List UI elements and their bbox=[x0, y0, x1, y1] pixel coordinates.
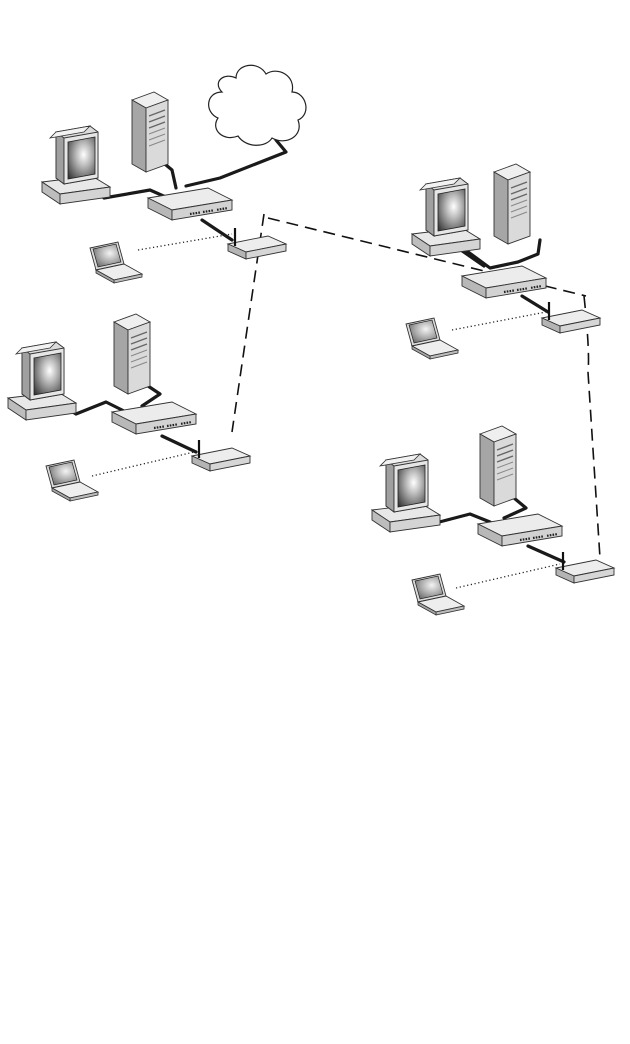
laptop-icon bbox=[46, 460, 98, 501]
tower-server-icon bbox=[132, 92, 168, 172]
wifi-link-site1 bbox=[138, 234, 232, 250]
tower-server-icon bbox=[480, 426, 516, 506]
desktop-pc-icon bbox=[42, 126, 110, 204]
wifi-link-site2 bbox=[452, 312, 546, 330]
network-switch-icon bbox=[112, 402, 196, 434]
wifi-link-site4 bbox=[456, 564, 560, 588]
desktop-pc-icon bbox=[372, 454, 440, 532]
laptop-icon bbox=[406, 318, 458, 359]
bridge-link-site2-site4 bbox=[584, 296, 600, 558]
wifi-link-site3 bbox=[92, 452, 194, 476]
wireless-access-point-icon bbox=[192, 440, 250, 471]
laptop-icon bbox=[412, 574, 464, 615]
wireless-access-point-icon bbox=[542, 302, 600, 333]
wireless-access-point-icon bbox=[556, 552, 614, 583]
desktop-pc-icon bbox=[8, 342, 76, 420]
wireless-access-point-icon bbox=[228, 228, 286, 259]
tower-server-icon bbox=[114, 314, 150, 394]
network-switch-icon bbox=[478, 514, 562, 546]
laptop-icon bbox=[90, 242, 142, 283]
desktop-pc-icon bbox=[412, 178, 480, 256]
site-2 bbox=[406, 164, 600, 359]
site-3 bbox=[8, 314, 250, 501]
tower-server-icon bbox=[494, 164, 530, 244]
site-4 bbox=[372, 426, 614, 615]
network-switch-icon bbox=[462, 266, 546, 298]
internet-cloud-icon bbox=[209, 65, 306, 145]
network-switch-icon bbox=[148, 188, 232, 220]
